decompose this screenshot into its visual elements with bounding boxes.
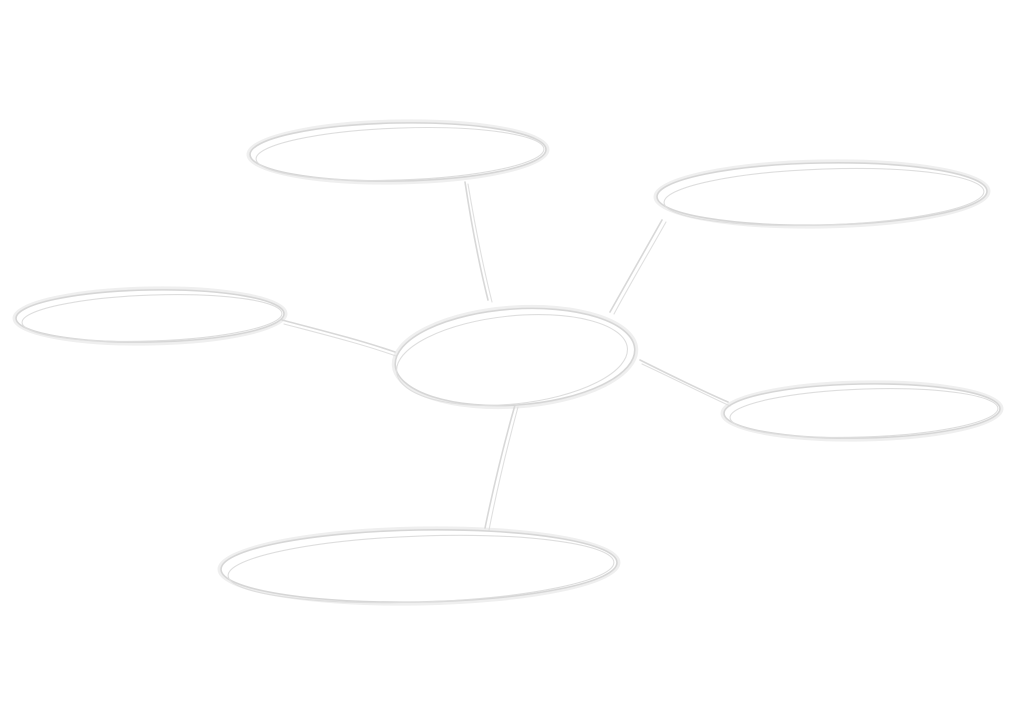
edge-center-to-bottom [484,404,519,531]
node-top-right[interactable] [656,160,988,230]
edge-center-to-top-right [609,219,667,315]
node-left[interactable] [15,288,285,346]
node-bottom[interactable] [220,527,618,609]
node-center[interactable] [392,301,638,416]
edge-center-to-top [464,181,493,303]
nodes-layer [15,120,1001,609]
node-top[interactable] [249,120,547,185]
edges-layer [281,181,731,531]
node-right[interactable] [723,382,1001,442]
faint-underlay-layer [12,119,1004,606]
edge-center-to-right [639,359,731,407]
edge-center-to-left [281,319,397,357]
